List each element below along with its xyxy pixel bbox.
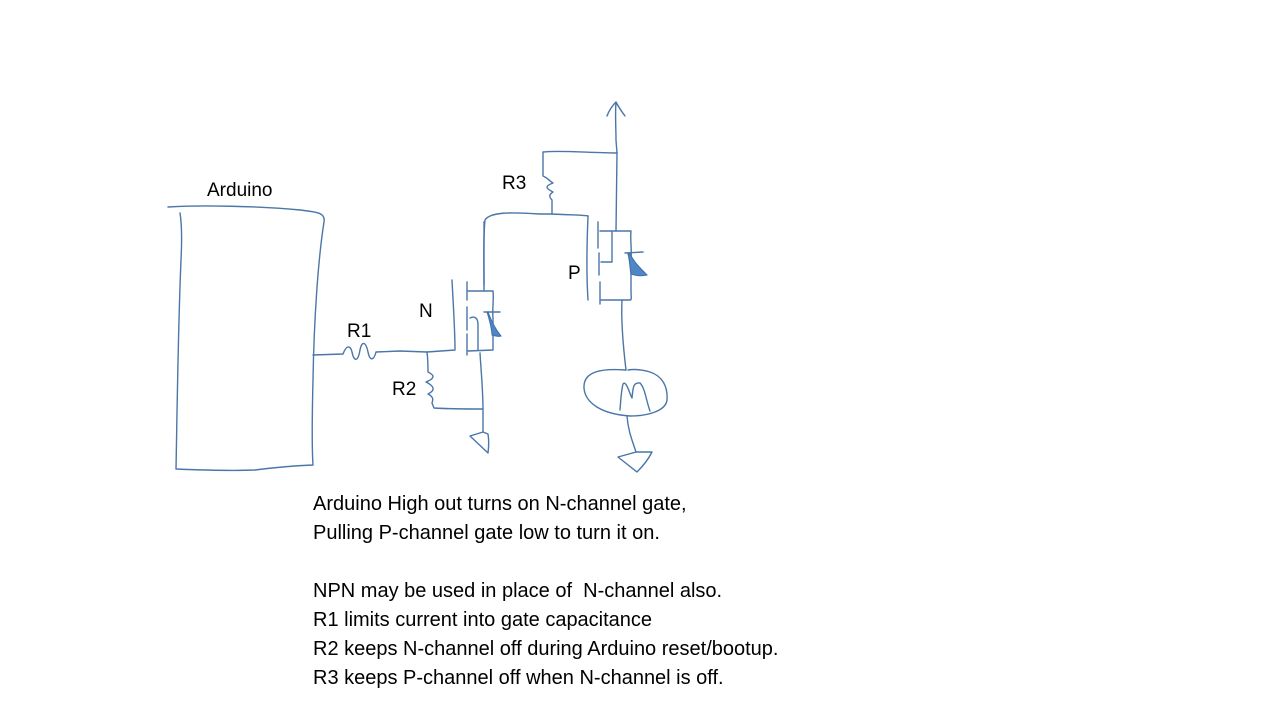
- n-channel-mosfet: [466, 221, 502, 433]
- p-drain-wire: [621, 299, 627, 371]
- r1-label: R1: [347, 321, 372, 342]
- note-line: R3 keeps P-channel off when N-channel is…: [313, 667, 724, 689]
- p-fet-label: P: [568, 263, 581, 284]
- r3-label: R3: [502, 173, 527, 194]
- note-line: R1 limits current into gate capacitance: [313, 609, 653, 631]
- r3-resistor: [542, 150, 618, 215]
- note-line: [313, 548, 779, 577]
- ground-symbol-2: [617, 451, 653, 473]
- note-line: NPN may be used in place of N-channel al…: [313, 580, 723, 602]
- n-drain-wire: [483, 212, 589, 286]
- note-line: Pulling P-channel gate low to turn it on…: [313, 522, 660, 544]
- supply-arrow: [606, 101, 626, 232]
- arduino-block: [167, 205, 325, 472]
- r2-resistor: [425, 351, 484, 410]
- n-gate-wire: [426, 279, 456, 353]
- motor-symbol: [583, 368, 668, 453]
- note-line: R2 keeps N-channel off during Arduino re…: [313, 638, 779, 660]
- p-channel-mosfet: [586, 215, 648, 305]
- r2-label: R2: [392, 379, 417, 400]
- arduino-label: Arduino: [207, 180, 273, 201]
- r1-resistor: [312, 342, 428, 360]
- ground-symbol-1: [469, 431, 490, 454]
- note-line: Arduino High out turns on N-channel gate…: [313, 493, 687, 515]
- explanation-notes: Arduino High out turns on N-channel gate…: [313, 490, 779, 693]
- n-fet-label: N: [419, 301, 433, 322]
